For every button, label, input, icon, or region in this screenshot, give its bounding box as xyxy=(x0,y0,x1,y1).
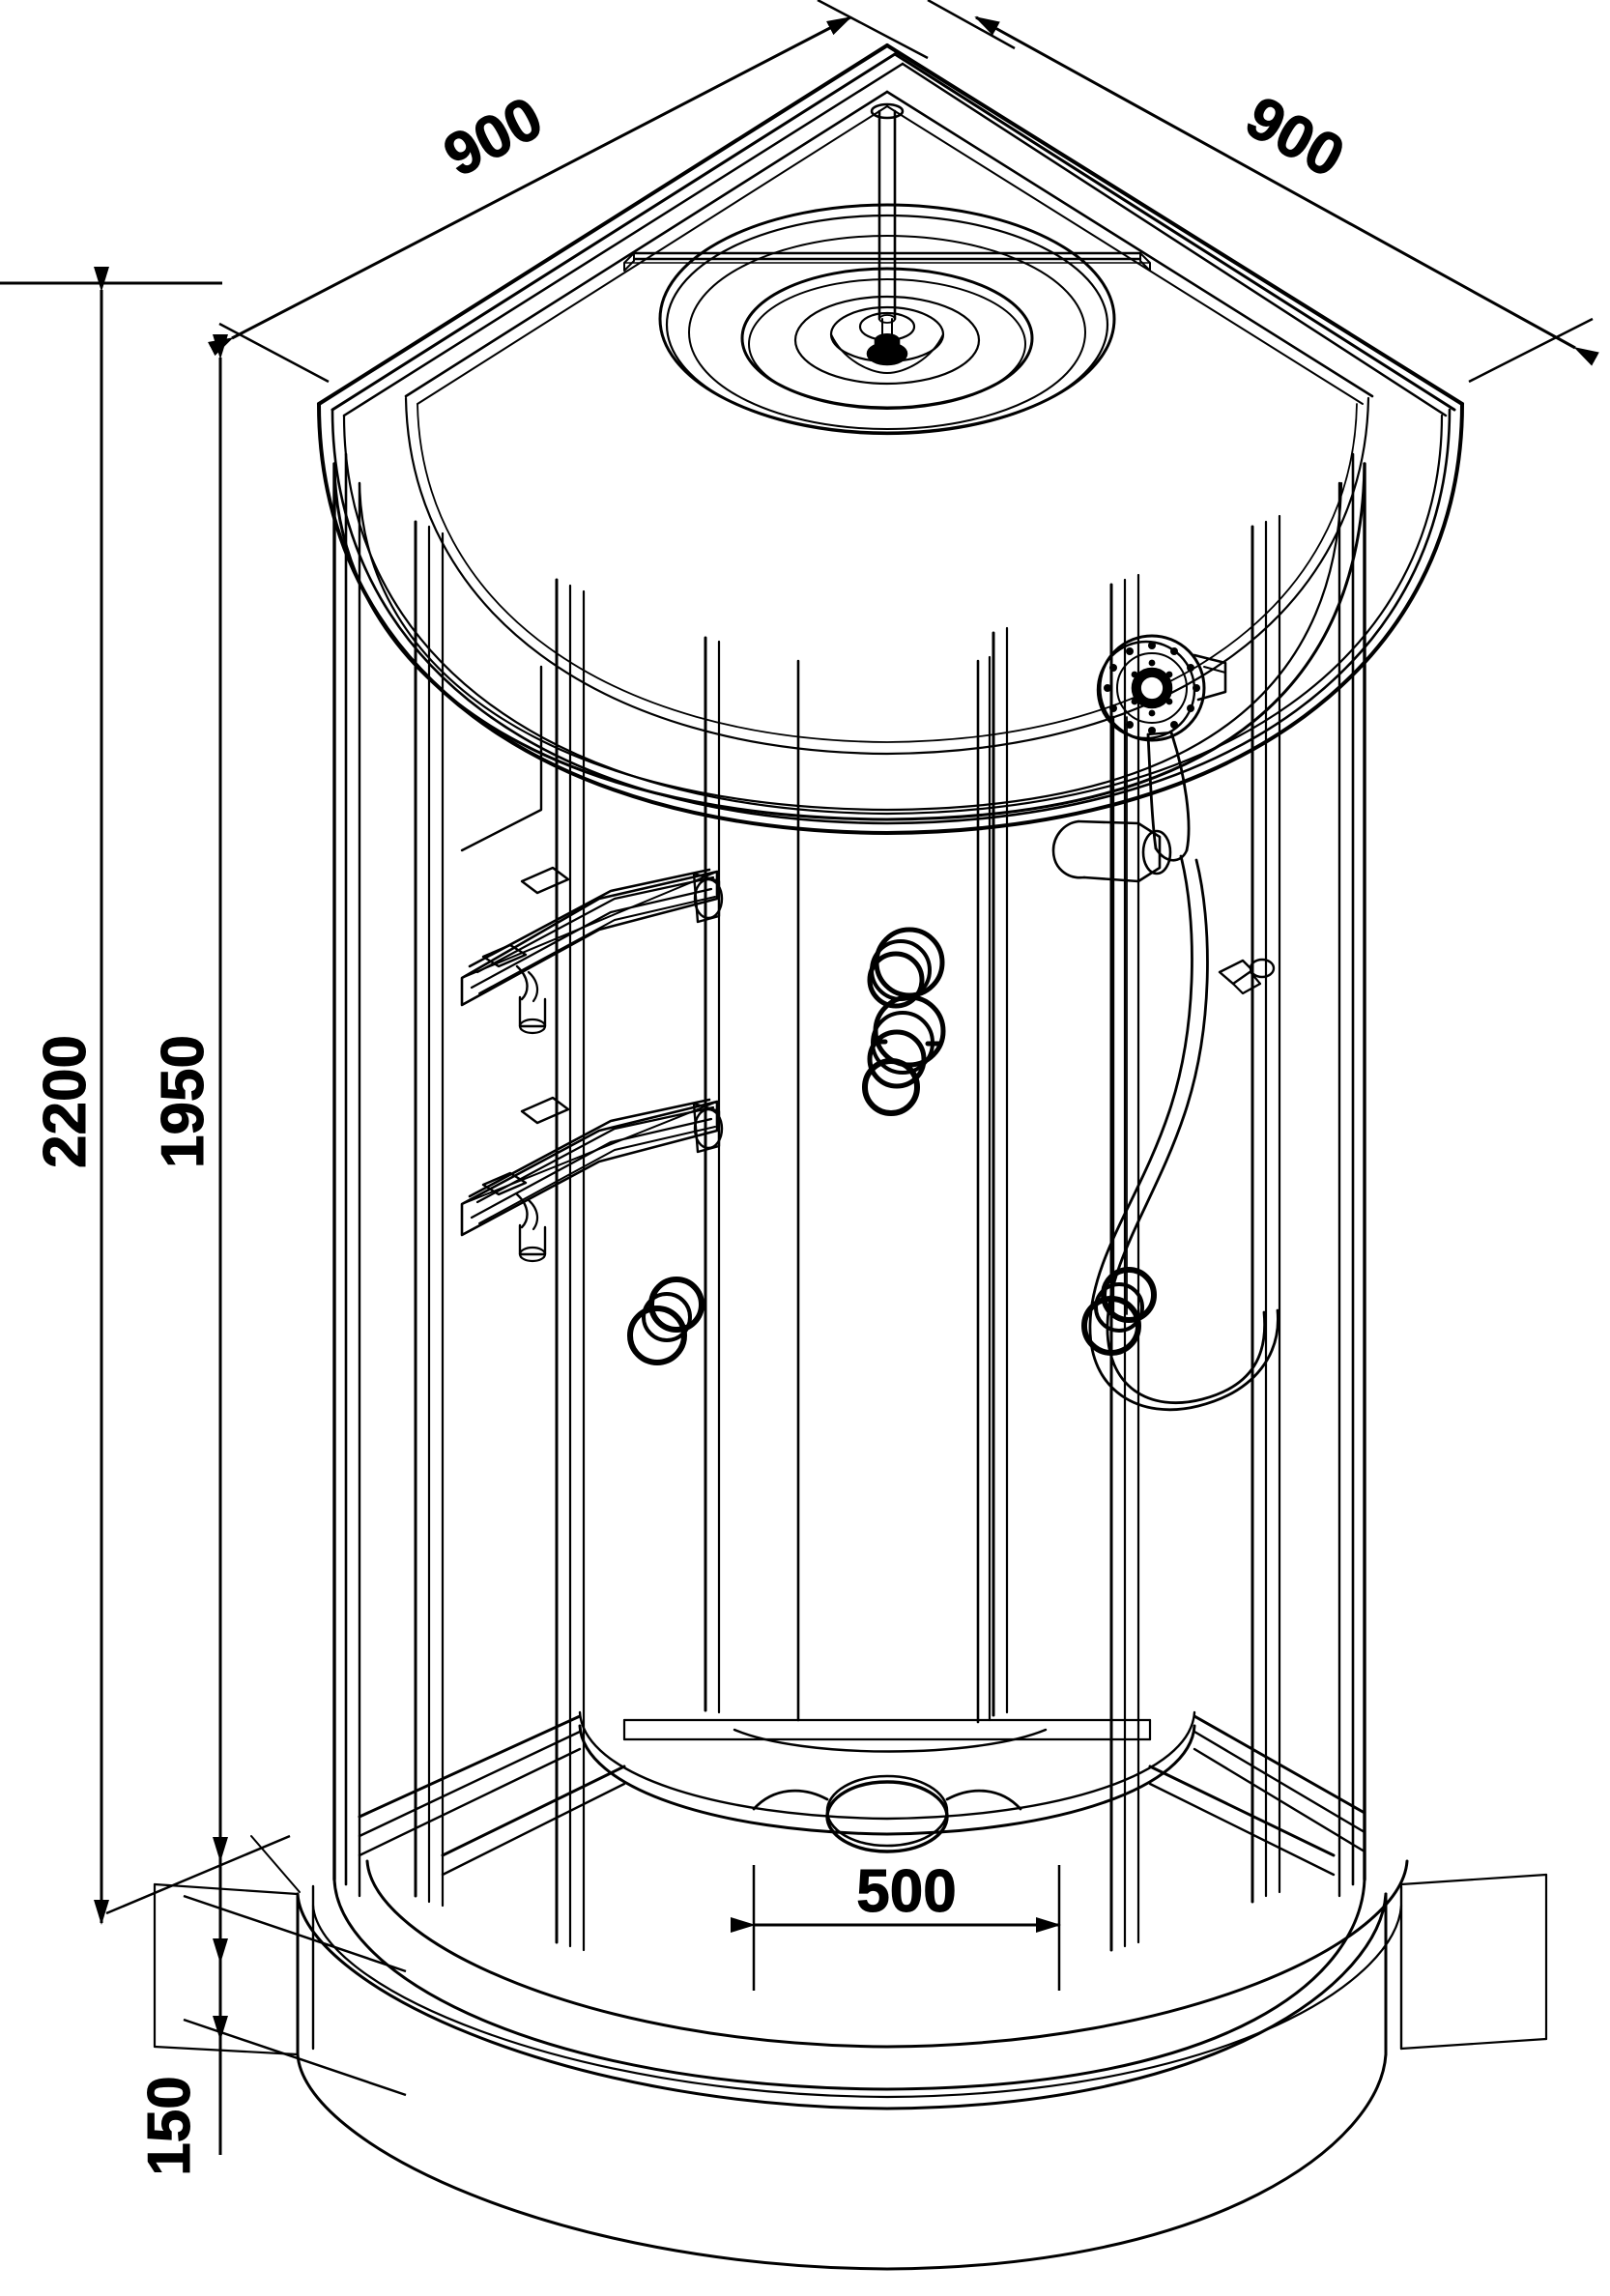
shower-hose xyxy=(1088,854,1279,1412)
shelf-upper xyxy=(460,866,724,1035)
shelf-lower xyxy=(460,1096,724,1263)
dimension-label-width-left: 900 xyxy=(434,84,554,189)
drain-outlet xyxy=(825,1774,949,1853)
door-bottom-rails xyxy=(358,1714,1366,1877)
mixer-valve-lower xyxy=(862,994,946,1116)
shower-riser-pipe xyxy=(866,102,908,366)
dimension-height-cabin xyxy=(213,334,228,1862)
dimension-width-left xyxy=(208,0,929,384)
cabin-glass-panels xyxy=(332,464,1366,2091)
shower-tray xyxy=(365,1710,1409,2049)
dimension-label-drain-position: 500 xyxy=(856,1858,956,1925)
tray-base-plinth xyxy=(153,1835,1548,2271)
mixer-valve-upper xyxy=(867,927,945,1009)
dimension-height-total xyxy=(0,267,291,1925)
hand-shower-slide-bar xyxy=(1111,715,1128,1316)
rain-shower-head xyxy=(658,203,1116,436)
dimension-label-width-right: 900 xyxy=(1235,84,1355,191)
dimension-label-height-total: 2200 xyxy=(32,1035,99,1168)
sliding-door-left xyxy=(460,665,543,852)
dimension-tray-height xyxy=(183,1860,407,2155)
dimension-label-tray-height: 150 xyxy=(136,2076,203,2175)
dimension-label-height-cabin: 1950 xyxy=(150,1035,216,1168)
body-jet-right xyxy=(1081,1267,1157,1356)
dimension-width-right xyxy=(927,0,1599,384)
hand-shower xyxy=(1096,634,1227,862)
back-panel xyxy=(797,666,979,1713)
body-jet-left xyxy=(627,1277,704,1365)
dimension-drain-position xyxy=(731,1865,1061,1991)
